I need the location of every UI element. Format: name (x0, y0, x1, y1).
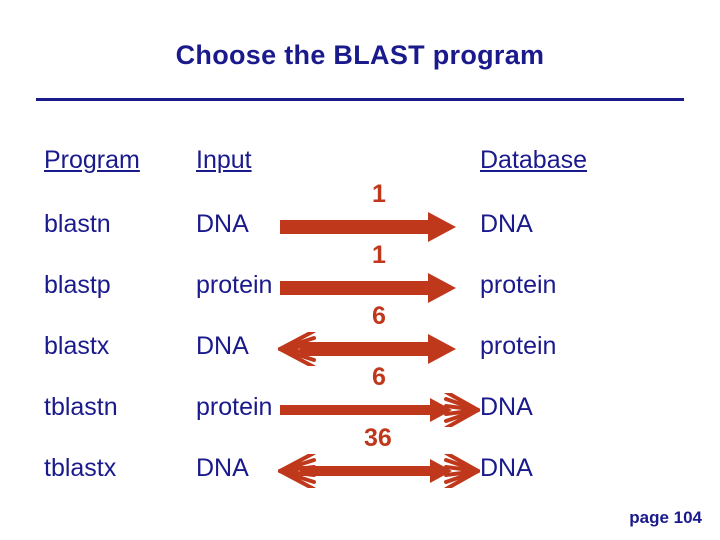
frame-count-label: 36 (364, 424, 392, 452)
page-number: page 104 (629, 508, 702, 527)
column-header-database: Database (480, 146, 588, 174)
cell-input: protein (196, 393, 273, 421)
cell-program: blastx (44, 332, 110, 360)
frame-count-label: 1 (372, 180, 386, 208)
title-divider (36, 98, 684, 101)
cell-input: DNA (196, 454, 249, 482)
column-header-program: Program (44, 146, 140, 174)
cell-database: DNA (480, 393, 533, 421)
table-row: tblastx DNA 36 DNA (0, 424, 720, 501)
table-header-row: Program Input Database (0, 146, 720, 180)
frame-count-label: 1 (372, 241, 386, 269)
table-row: blastn DNA 1 DNA (0, 180, 720, 257)
table-row: blastp protein 1 protein (0, 241, 720, 318)
table-row: tblastn protein 6 DNA (0, 363, 720, 440)
cell-program: blastn (44, 210, 111, 238)
arrow-bidirectional-fan-icon (278, 454, 480, 488)
cell-database: protein (480, 271, 557, 299)
arrow-right-icon (280, 210, 480, 244)
cell-input: DNA (196, 332, 249, 360)
column-header-input: Input (196, 146, 252, 174)
cell-input: protein (196, 271, 273, 299)
arrow-right-fan-icon (280, 393, 480, 427)
cell-database: DNA (480, 454, 533, 482)
cell-database: DNA (480, 210, 533, 238)
cell-database: protein (480, 332, 557, 360)
page-title: Choose the BLAST program (175, 40, 545, 70)
cell-program: tblastn (44, 393, 118, 421)
frame-count-label: 6 (372, 302, 386, 330)
arrow-right-icon (280, 271, 480, 305)
frame-count-label: 6 (372, 363, 386, 391)
arrow-six-frame-fan-icon (278, 332, 480, 366)
cell-input: DNA (196, 210, 249, 238)
cell-program: tblastx (44, 454, 117, 482)
cell-program: blastp (44, 271, 111, 299)
table-row: blastx DNA 6 protein (0, 302, 720, 379)
